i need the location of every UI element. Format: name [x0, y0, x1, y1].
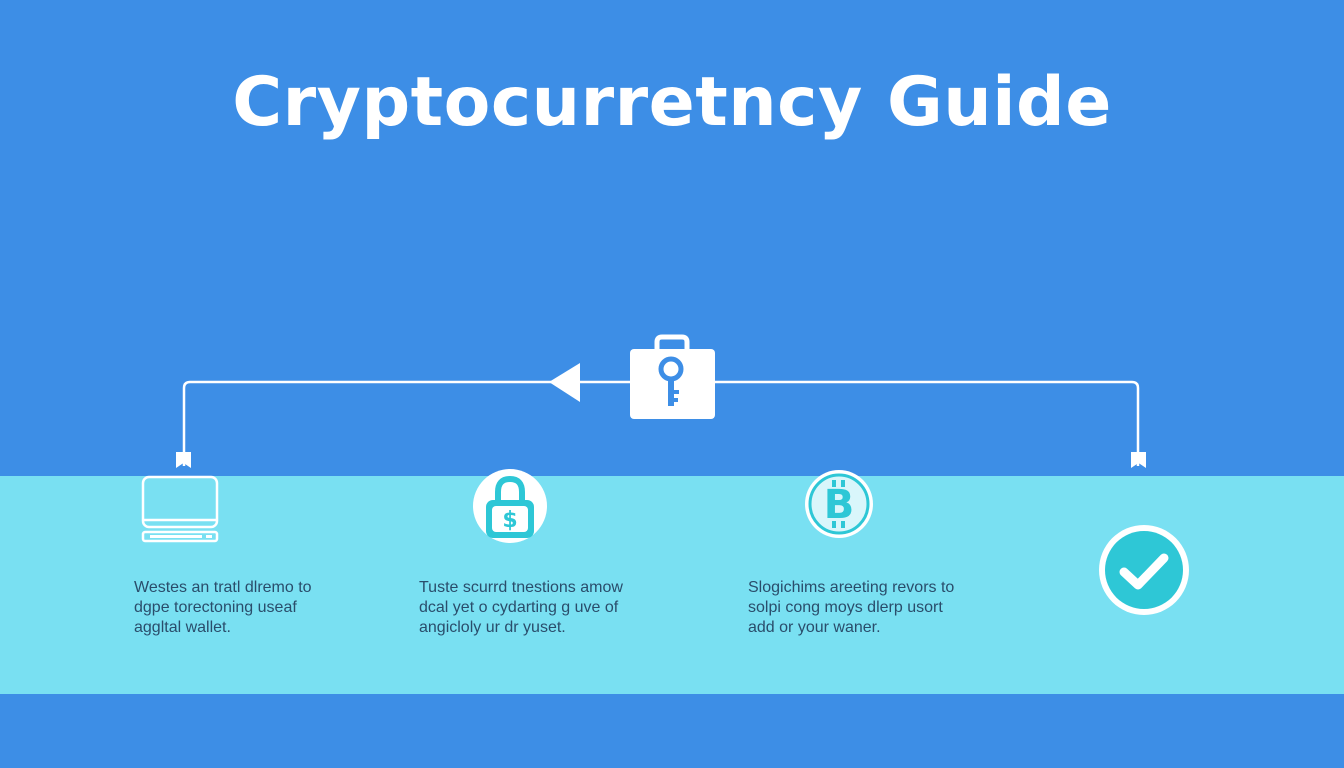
- key-briefcase-icon: [630, 334, 715, 419]
- bitcoin-coin-icon: B: [805, 470, 873, 538]
- flow-arrow-left-icon: [549, 363, 580, 402]
- connector-flag-left: [176, 452, 191, 468]
- svg-text:$: $: [502, 508, 517, 533]
- page-title: Cryptocurretncy Guide: [232, 63, 1112, 142]
- bottom-strip: [0, 694, 1344, 768]
- step-2-description: Tuste scurrd tnestions amow dcal yet o c…: [419, 579, 623, 636]
- checkmark-icon: [1099, 525, 1189, 615]
- step-1-description: Westes an tratl dlremo to dgpe torectoni…: [134, 579, 312, 636]
- step-3-description: Slogichims areeting revors to solpi cong…: [748, 579, 955, 636]
- connector-flag-right: [1131, 452, 1146, 468]
- svg-text:B: B: [824, 482, 855, 528]
- monitor-icon: [141, 475, 219, 543]
- padlock-dollar-icon: $: [473, 469, 547, 543]
